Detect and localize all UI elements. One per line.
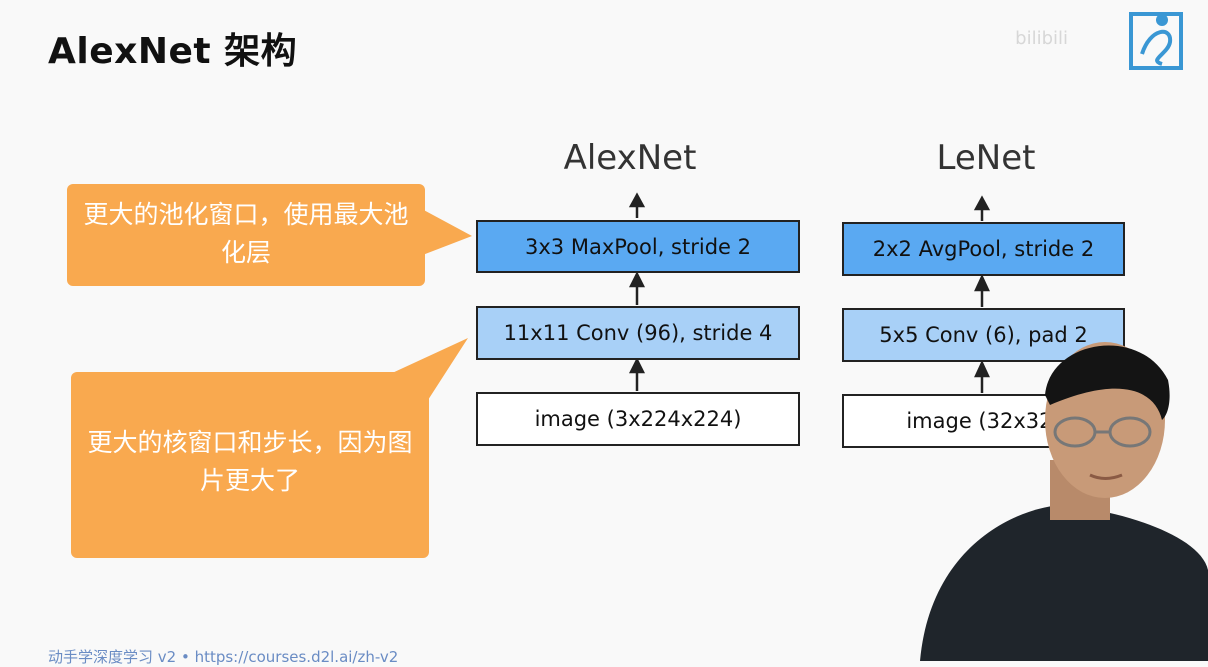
alexnet-arrows — [628, 192, 646, 391]
presenter-video-overlay — [920, 342, 1208, 661]
footer-course-link: 动手学深度学习 v2 • https://courses.d2l.ai/zh-v… — [48, 648, 399, 666]
callout-kernel-shape — [71, 338, 468, 558]
callout-kernel: 更大的核窗口和步长，因为图片更大了 — [87, 428, 413, 495]
alexnet-title: AlexNet — [563, 138, 697, 178]
callout-pooling: 更大的池化窗口，使用最大池化层 — [83, 200, 409, 267]
lenet-avgpool-layer: 2x2 AvgPool, stride 2 — [842, 222, 1125, 276]
slide-title: AlexNet 架构 — [48, 31, 298, 72]
alexnet-conv-layer: 11x11 Conv (96), stride 4 — [476, 306, 800, 360]
callout-pooling-shape — [67, 184, 472, 286]
lenet-arrows — [973, 195, 991, 393]
bilibili-watermark: bilibili — [1015, 28, 1068, 49]
d2l-logo-icon — [1129, 12, 1183, 70]
alexnet-input-layer: image (3x224x224) — [476, 392, 800, 446]
lenet-title: LeNet — [936, 138, 1036, 178]
alexnet-maxpool-layer: 3x3 MaxPool, stride 2 — [476, 220, 800, 273]
